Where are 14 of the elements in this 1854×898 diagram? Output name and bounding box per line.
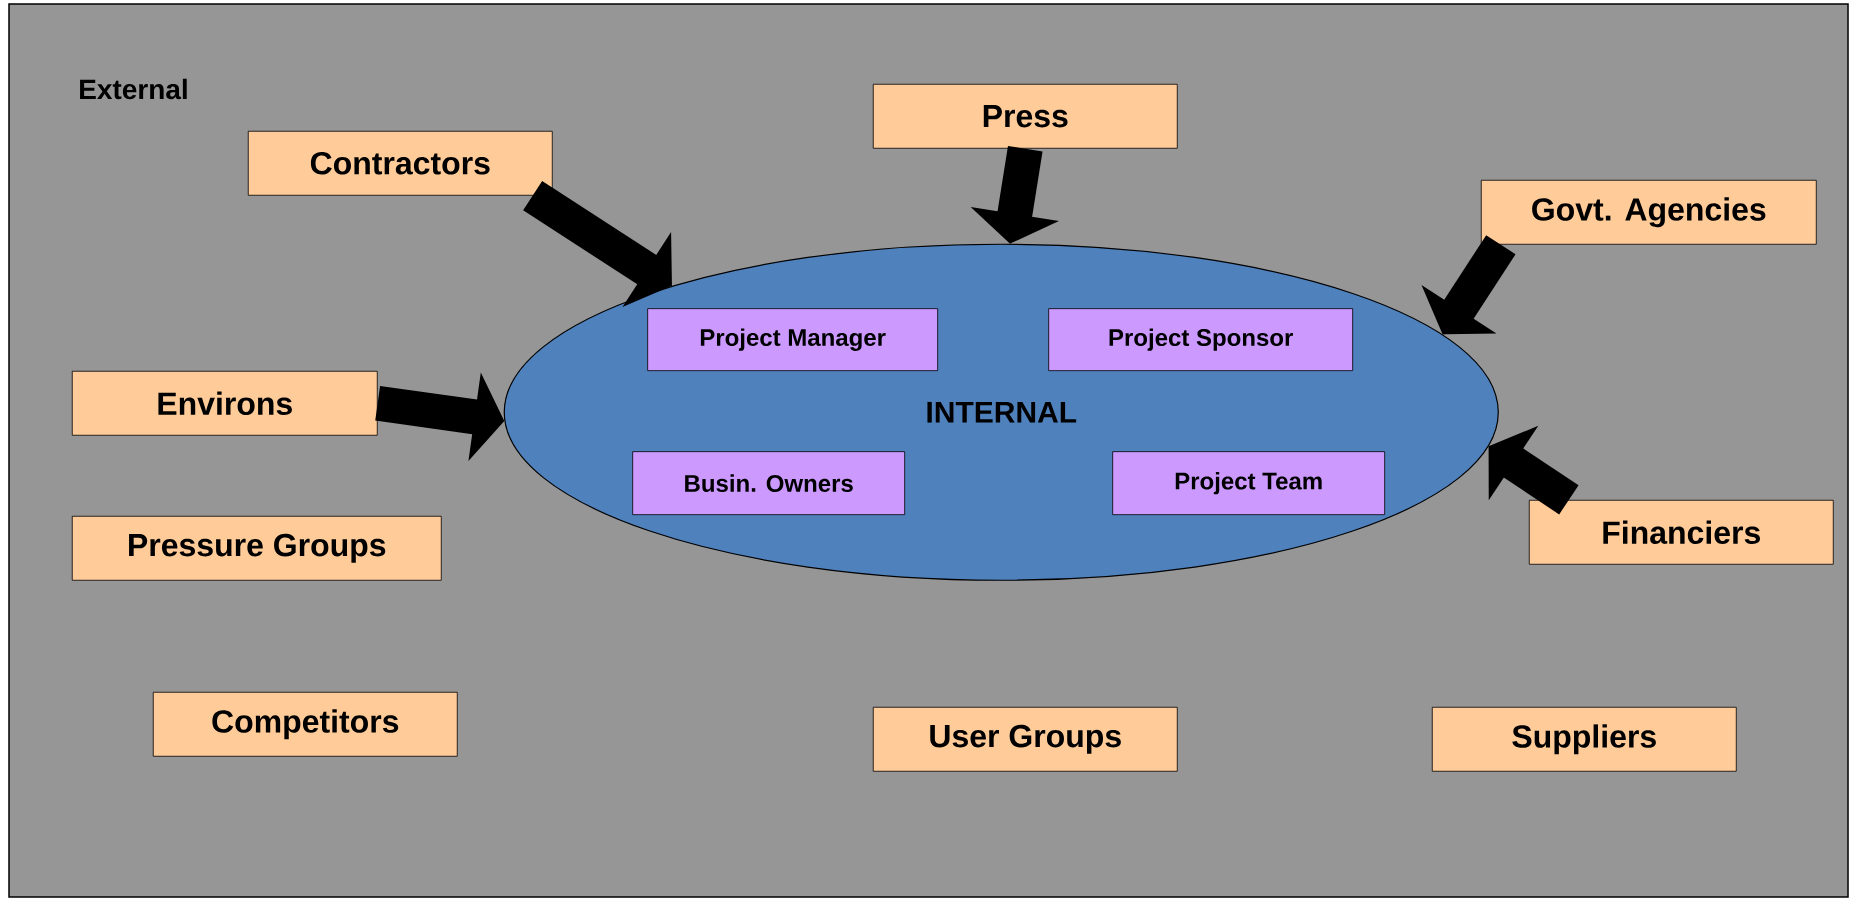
role-box: Project Manager xyxy=(647,308,939,372)
stakeholder-box: Pressure Groups xyxy=(71,515,442,581)
role-box: Project Team xyxy=(1112,451,1386,516)
panel-heading: External xyxy=(80,78,187,100)
stakeholder-box: Govt. Agencies xyxy=(1480,179,1817,245)
stakeholder-box: User Groups xyxy=(872,706,1178,772)
stakeholder-box: Financiers xyxy=(1528,499,1834,565)
stakeholder-box: Contractors xyxy=(247,130,553,196)
stakeholder-box: Press xyxy=(872,83,1178,149)
stakeholder-box: Competitors xyxy=(152,691,458,757)
stakeholder-box: Environs xyxy=(71,370,378,436)
stakeholder-box: Suppliers xyxy=(1431,706,1737,772)
role-box: Project Sponsor xyxy=(1048,308,1354,372)
role-box: Busin. Owners xyxy=(632,451,906,516)
